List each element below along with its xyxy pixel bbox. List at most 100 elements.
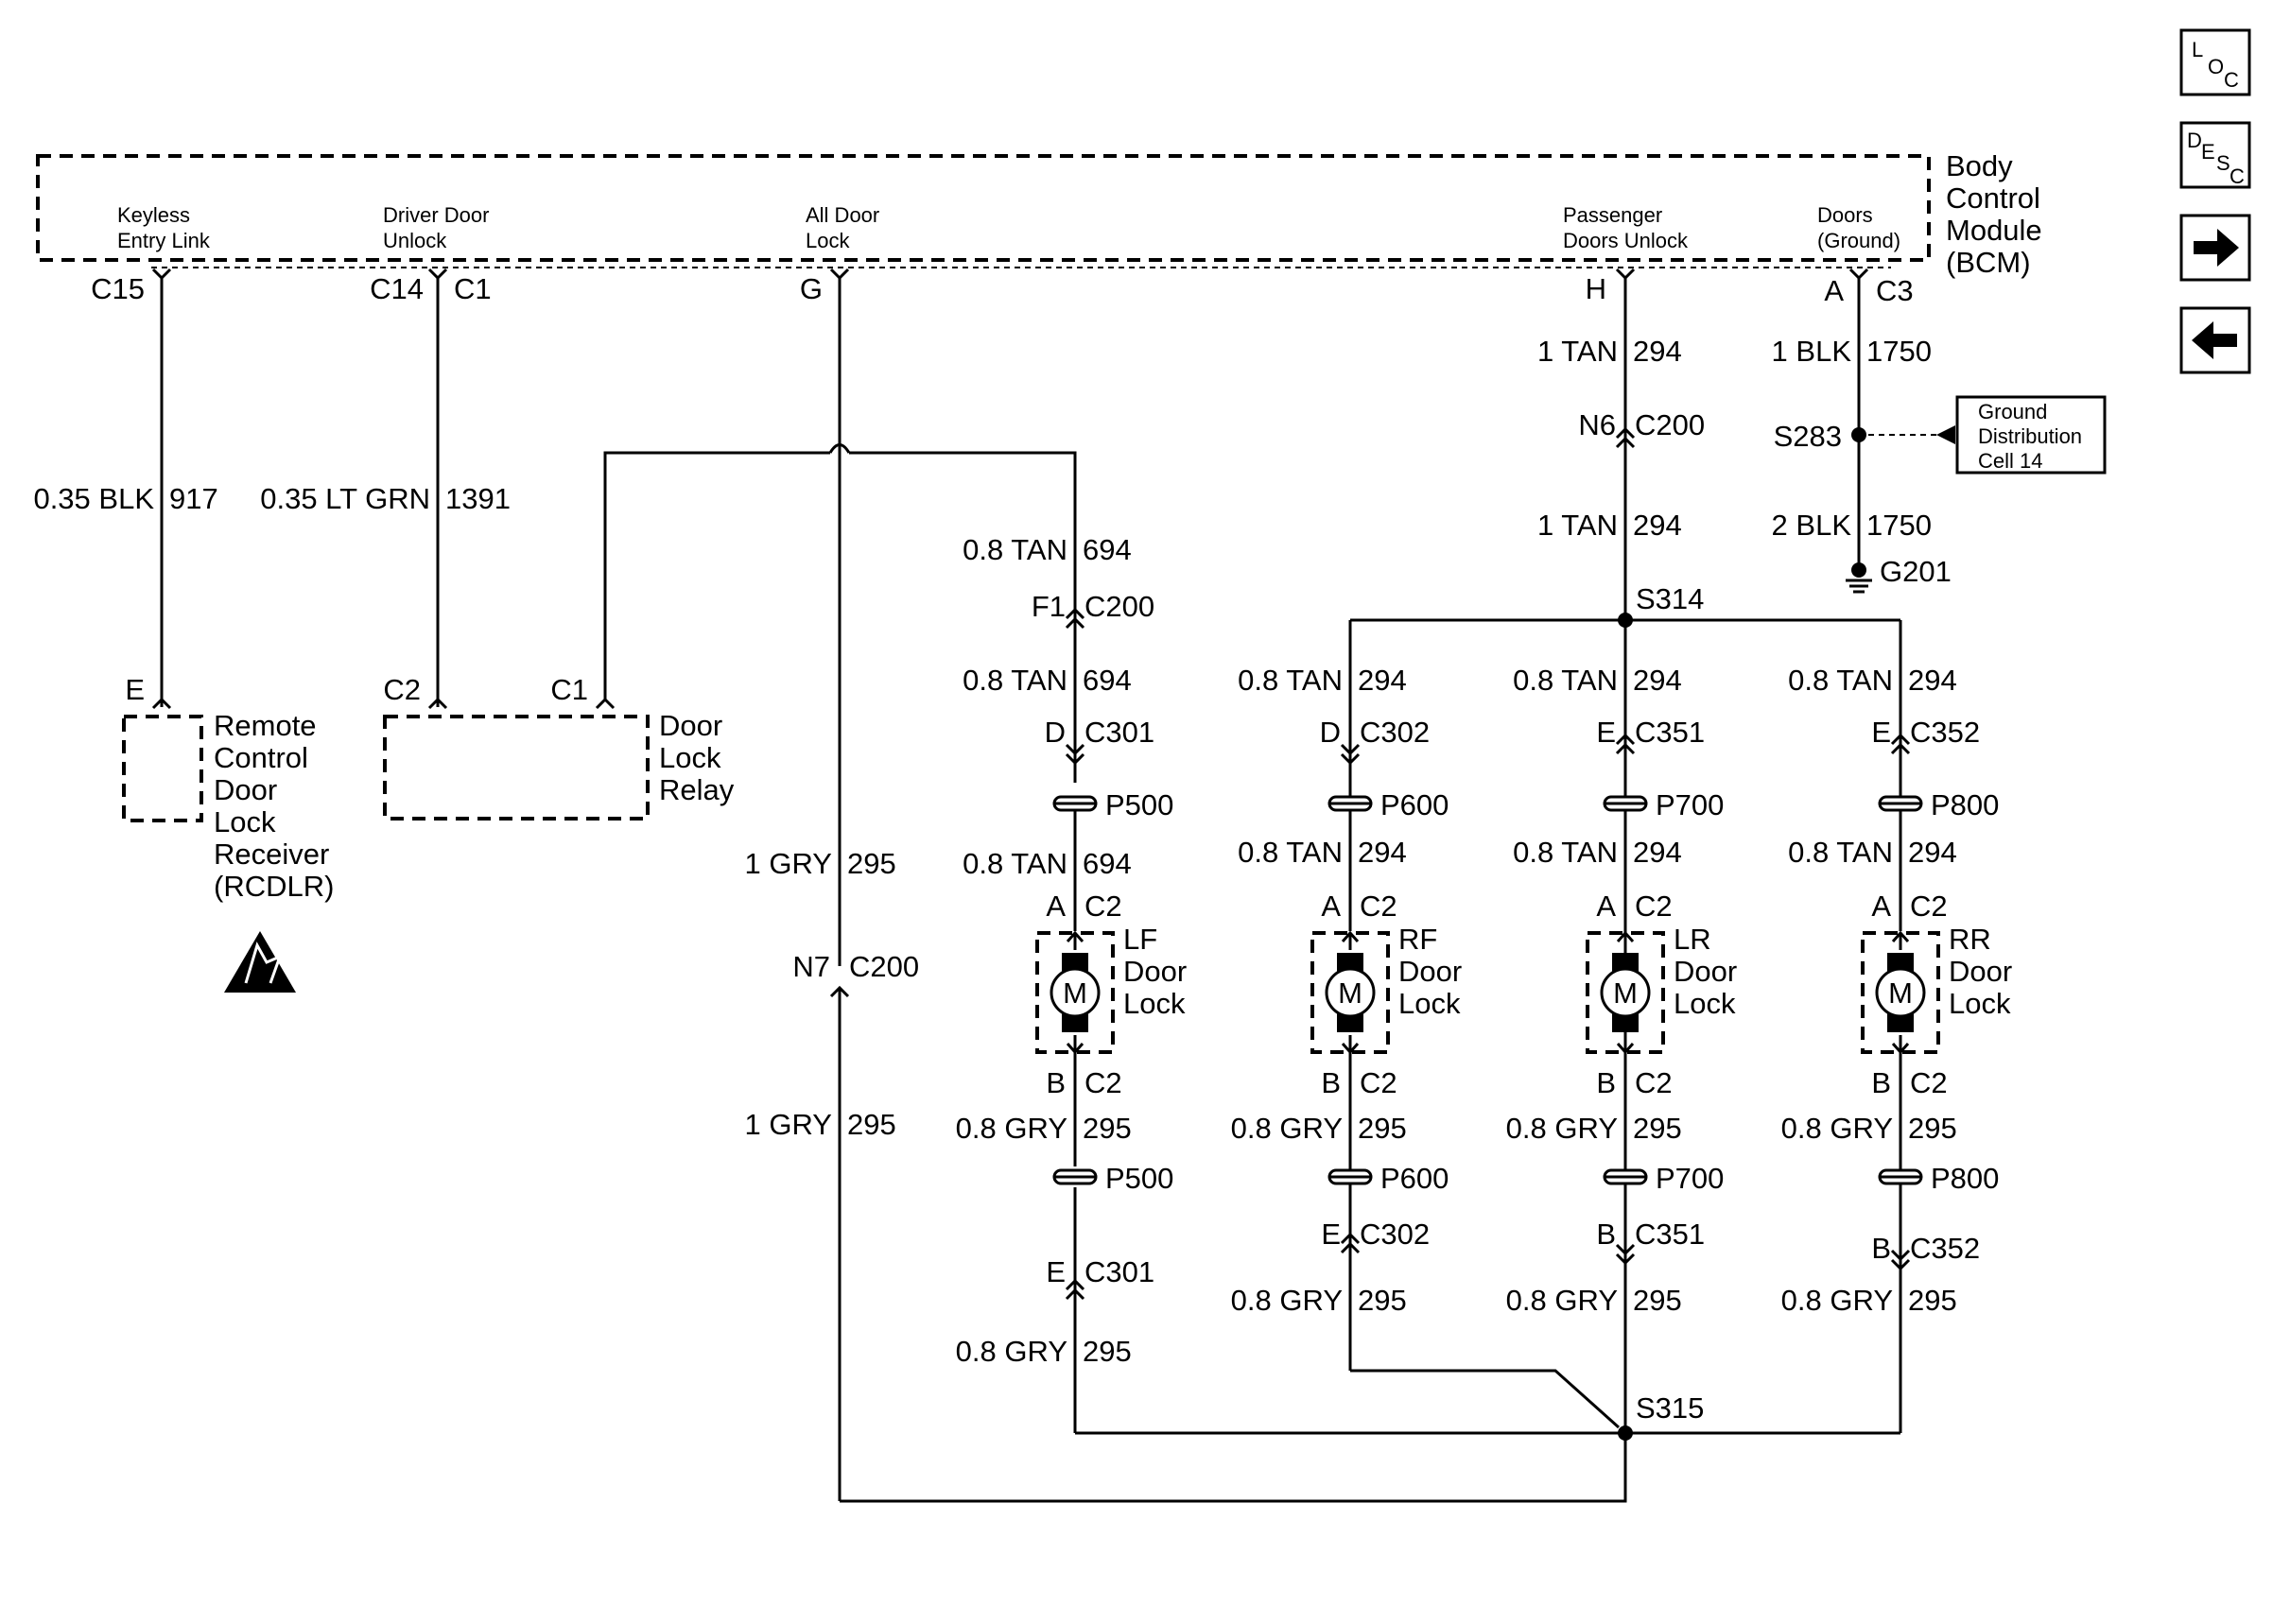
n6-connector: C200 (1635, 408, 1705, 441)
rr-c2-bot-connector: C2 (1910, 1066, 1948, 1099)
rr-c2-bot-pin: B (1871, 1066, 1891, 1099)
port-all-lock: Lock (806, 229, 850, 252)
lr-wire-d-spec: 0.8 GRY (1506, 1112, 1618, 1145)
lf-c301-bot-connector: C301 (1084, 1255, 1154, 1288)
port-passenger-unlock: Doors Unlock (1563, 229, 1689, 252)
relay-box (383, 715, 650, 821)
lf-wire-b-circuit: 694 (1083, 664, 1132, 697)
rf-motor-letter: M (1338, 976, 1362, 1010)
a-label: A (1824, 274, 1844, 307)
esd-triangle (224, 931, 296, 993)
rf-wire-e-spec: 0.8 GRY (1231, 1284, 1343, 1317)
gry-wire-2-circuit: 295 (847, 1108, 896, 1141)
ground-wire-1-circuit: 1750 (1866, 335, 1932, 368)
passenger-wire-1-circuit: 294 (1633, 335, 1682, 368)
passenger-wire-2-circuit: 294 (1633, 509, 1682, 542)
lr-motor-box (1586, 931, 1665, 1054)
lr-arrow-down (1616, 1035, 1635, 1055)
lf-wire-d-circuit: 295 (1083, 1112, 1132, 1145)
rcdlr-name: Lock (214, 805, 276, 838)
lr-c2-bot-connector: C2 (1635, 1066, 1673, 1099)
f1-connector: C200 (1084, 590, 1154, 623)
ground-ref-box (1955, 395, 2107, 475)
f1-connector (1065, 607, 1085, 620)
n7-pin: N7 (792, 950, 830, 983)
rcdlr-name: Control (214, 741, 308, 774)
rr-arrow-up (1891, 930, 1910, 950)
bcm-name: Control (1946, 181, 2040, 215)
n7-connector: C200 (849, 950, 919, 983)
h-terminal (1615, 268, 1636, 281)
rf-name: Door (1398, 955, 1462, 988)
prev-button[interactable] (2179, 306, 2251, 374)
lr-bottom-pin: B (1596, 1218, 1616, 1251)
s314-label: S314 (1636, 582, 1704, 615)
lr-top-connector (1615, 742, 1636, 755)
rr-c2-top-pin: A (1871, 890, 1891, 923)
f1-connector (1065, 616, 1085, 630)
rr-wire-c-circuit: 294 (1908, 836, 1957, 869)
ground-ref-text: Distribution (1978, 424, 2082, 448)
rr-wire-e-circuit: 295 (1908, 1284, 1957, 1317)
esd-hand (244, 942, 283, 984)
c301-top-connector (1065, 743, 1085, 756)
rr-pass-bottom-label: P800 (1931, 1162, 1999, 1195)
f1-pin: F1 (1032, 590, 1066, 623)
rf-bottom-connector (1340, 1241, 1361, 1254)
lr-pass-top-label: P700 (1656, 788, 1724, 821)
c301-bottom-connector (1065, 1287, 1085, 1301)
lr-wire-a-circuit: 294 (1633, 664, 1682, 697)
lf-c2-bot-pin: B (1046, 1066, 1066, 1099)
rf-name: RF (1398, 923, 1437, 956)
port-passenger-unlock: Passenger (1563, 203, 1662, 227)
rf-bottom-pin: E (1321, 1218, 1341, 1251)
n6-pin: N6 (1578, 408, 1616, 441)
port-driver-unlock: Driver Door (383, 203, 489, 227)
relay-feed-wire-b (849, 451, 1077, 607)
rf-name: Lock (1398, 987, 1461, 1020)
rf-wire-d-spec: 0.8 GRY (1231, 1112, 1343, 1145)
s283-splice (1851, 427, 1866, 442)
rf-wire-c-spec: 0.8 TAN (1238, 836, 1343, 869)
lf-wire-a-circuit: 694 (1083, 533, 1132, 566)
lf-c2-top-pin: A (1046, 890, 1066, 923)
port-ground: (Ground) (1817, 229, 1900, 252)
rf-c2-bot-connector: C2 (1360, 1066, 1397, 1099)
arrow-left-icon (2192, 321, 2237, 359)
h-label: H (1586, 272, 1606, 305)
keyless-wire-circuit: 917 (169, 482, 218, 515)
loc-letter-c: C (2224, 68, 2239, 92)
loc-button-frame (2179, 28, 2251, 96)
lf-c2-top-connector: C2 (1084, 890, 1122, 923)
lf-arrow-down (1066, 1035, 1084, 1055)
rf-c2-top-pin: A (1321, 890, 1341, 923)
relay-c2-terminal (427, 697, 448, 710)
rcdlr-box (122, 715, 203, 822)
relay-name: Relay (659, 773, 735, 806)
p500-top-label: P500 (1105, 788, 1173, 821)
lr-name: Door (1674, 955, 1737, 988)
rf-arrow-up (1341, 930, 1360, 950)
c3-label: C3 (1876, 274, 1914, 307)
rr-top-connector: C352 (1910, 716, 1980, 749)
rr-wire-a-circuit: 294 (1908, 664, 1957, 697)
rr-name: Lock (1949, 987, 2011, 1020)
lf-name: Lock (1123, 987, 1186, 1020)
port-keyless: Keyless (117, 203, 190, 227)
ground-dot (1851, 562, 1866, 578)
gry-return-wire (840, 1433, 1627, 1503)
desc-button-frame (2179, 121, 2251, 189)
lr-wire-e-circuit: 295 (1633, 1284, 1682, 1317)
n7-connector (829, 985, 850, 998)
lf-wire-d-spec: 0.8 GRY (956, 1112, 1067, 1145)
next-button[interactable] (2179, 214, 2251, 282)
lf-c301-top-pin: D (1045, 716, 1066, 749)
driver-wire-circuit: 1391 (445, 482, 511, 515)
loc-button[interactable]: LOC (2179, 28, 2251, 96)
bcm-name: Module (1946, 214, 2042, 247)
rf-wire-d-circuit: 295 (1358, 1112, 1407, 1145)
rr-wire-c-spec: 0.8 TAN (1788, 836, 1893, 869)
passenger-wire-1-spec: 1 TAN (1537, 335, 1618, 368)
